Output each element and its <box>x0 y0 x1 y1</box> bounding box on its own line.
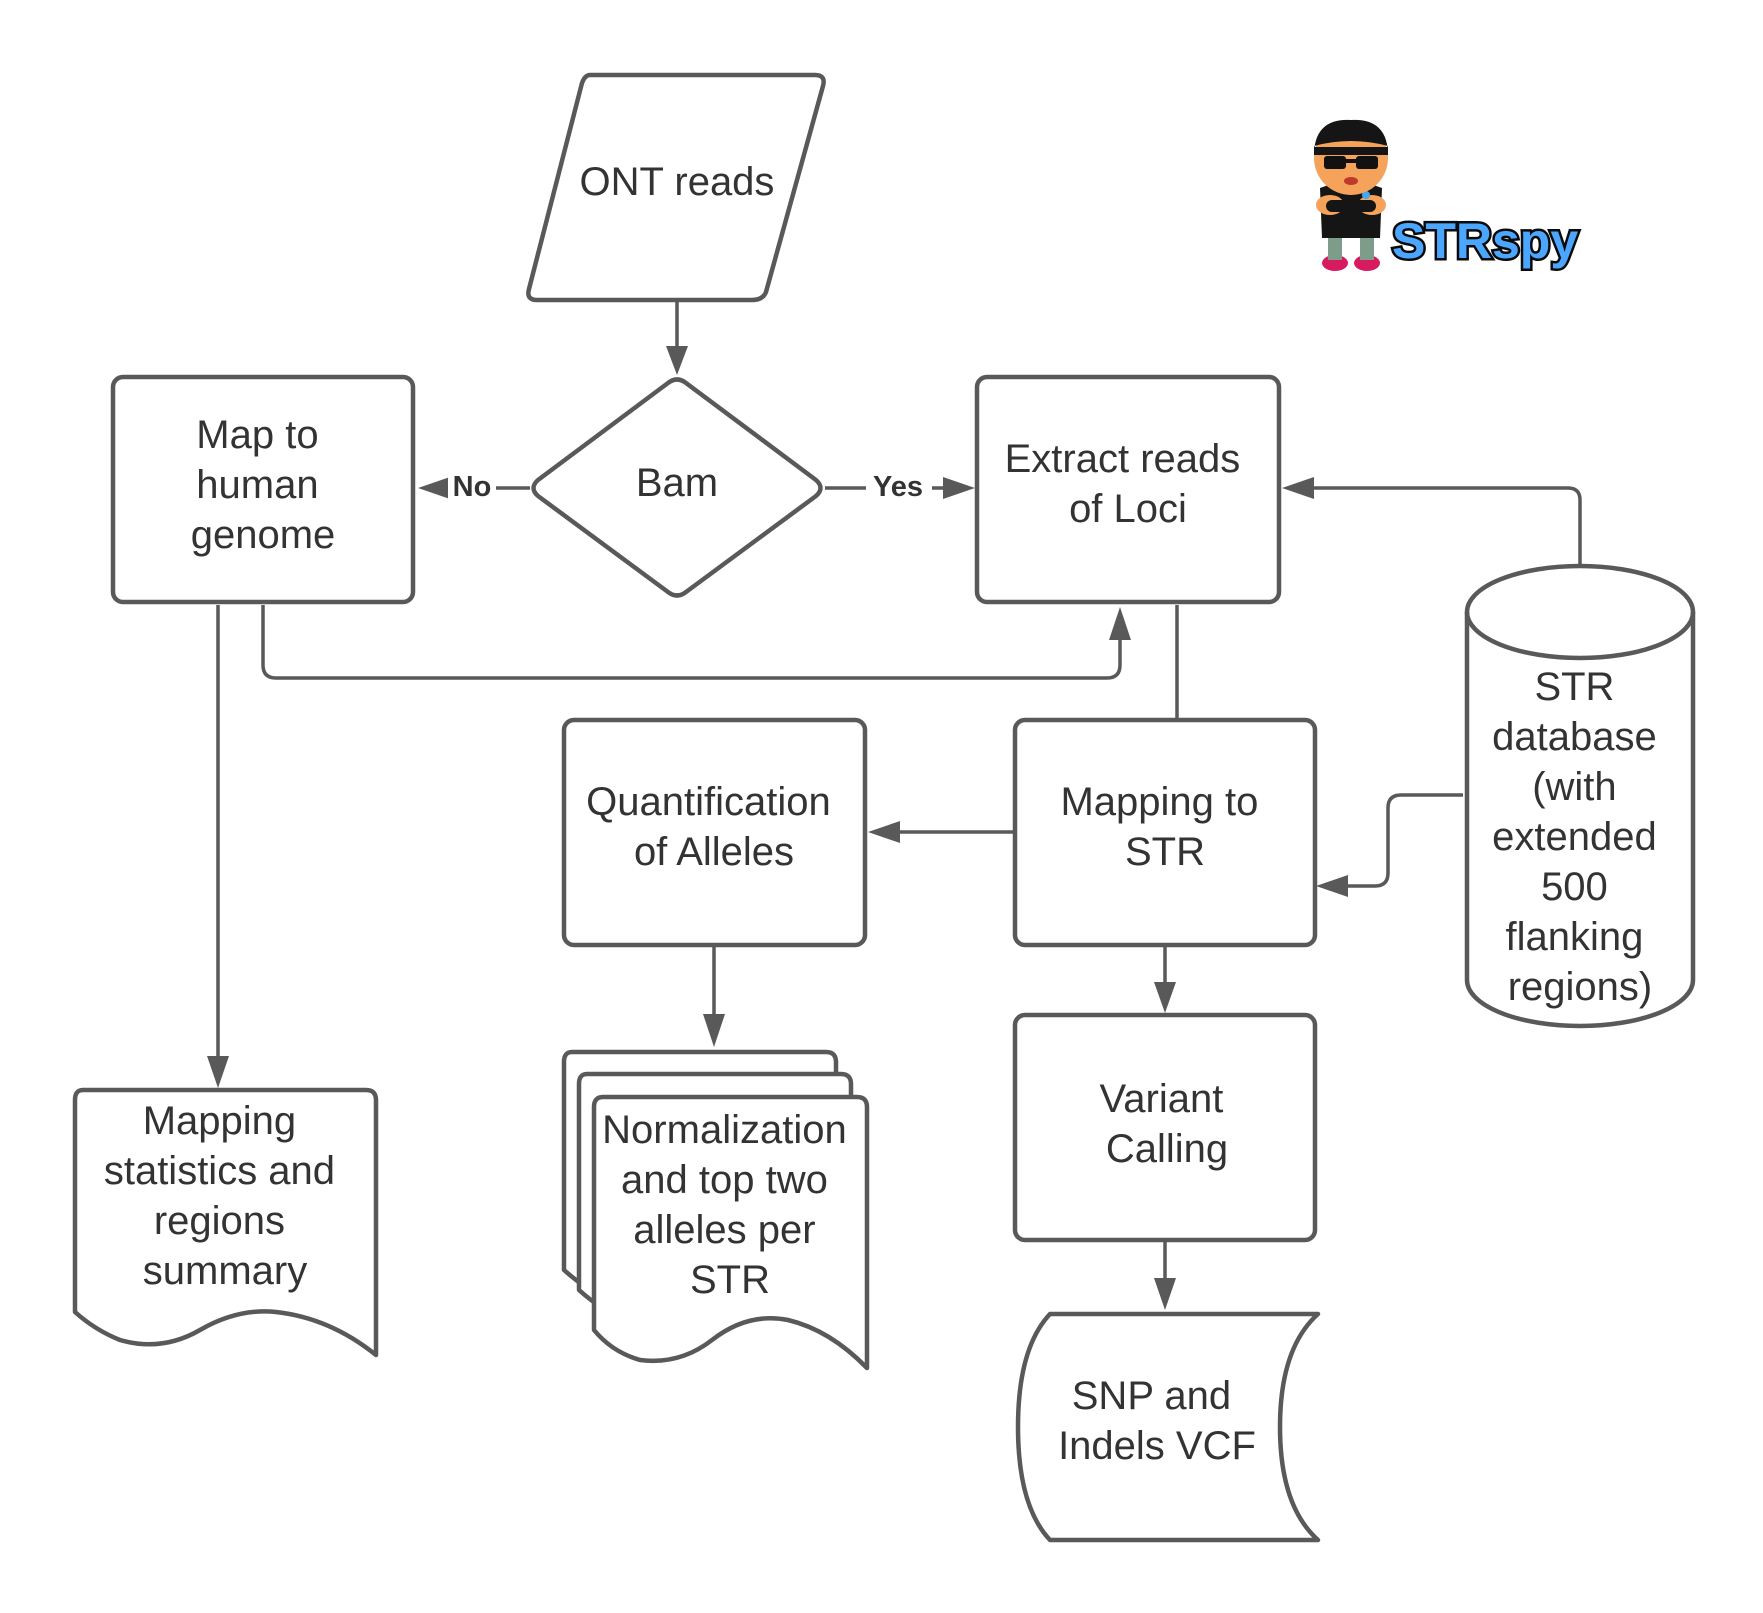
extract-reads-line-1: Extract reads <box>1005 437 1241 481</box>
quantification-label: Quantification of Alleles <box>586 780 842 874</box>
arrow-mapping-to-quant <box>868 821 900 843</box>
snp-vcf-line-1: SNP and <box>1072 1374 1231 1418</box>
mapping-to-str-line-2: STR <box>1125 830 1205 874</box>
str-database-line-4: extended <box>1492 815 1657 859</box>
normalization-label: Normalization and top two alleles per ST… <box>602 1108 858 1302</box>
node-mapping-statistics: Mapping statistics and regions summary <box>72 1087 379 1358</box>
quantification-line-1: Quantification <box>586 780 831 824</box>
normalization-line-4: STR <box>690 1258 770 1302</box>
normalization-line-3: alleles per <box>633 1208 815 1252</box>
node-quantification: Quantification of Alleles <box>561 717 868 948</box>
variant-calling-line-1: Variant <box>1100 1077 1224 1121</box>
arrow-db-to-mapping <box>1316 875 1348 897</box>
extract-reads-label: Extract reads of Loci <box>1005 437 1252 531</box>
mapping-statistics-label: Mapping statistics and regions summary <box>104 1099 346 1293</box>
snp-vcf-label: SNP and Indels VCF <box>1058 1374 1256 1468</box>
node-snp-vcf: SNP and Indels VCF <box>1015 1311 1321 1543</box>
edges <box>207 300 1582 1310</box>
arrow-map-to-extract <box>1109 607 1131 640</box>
arrow-quant-to-norm <box>703 1014 725 1047</box>
map-to-genome-label: Map to human genome <box>191 413 336 557</box>
strspy-logo: STRspy <box>1314 119 1581 272</box>
arrow-bam-yes <box>943 477 975 499</box>
str-database-line-7: regions) <box>1508 965 1653 1009</box>
str-database-line-3: (with <box>1532 765 1616 809</box>
variant-calling-label: Variant Calling <box>1100 1077 1235 1171</box>
normalization-line-2: and top two <box>621 1158 828 1202</box>
snp-vcf-line-2: Indels VCF <box>1058 1424 1256 1468</box>
mapping-statistics-line-3: regions <box>154 1199 285 1243</box>
mapping-statistics-line-1: Mapping <box>143 1099 296 1143</box>
edge-map-to-extract <box>261 605 1122 680</box>
node-extract-reads: Extract reads of Loci <box>974 374 1282 605</box>
arrow-variant-to-vcf <box>1154 1278 1176 1310</box>
mapping-to-str-line-1: Mapping to <box>1060 780 1258 824</box>
mapping-statistics-line-2: statistics and <box>104 1149 335 1193</box>
edge-db-to-extract <box>1312 486 1582 565</box>
arrow-ont-to-bam <box>666 346 688 375</box>
arrow-bam-no <box>418 477 450 499</box>
logo-text: STRspy <box>1392 213 1578 269</box>
spy-mascot-icon <box>1314 119 1388 271</box>
node-normalization: Normalization and top two alleles per ST… <box>561 1049 870 1371</box>
str-database-line-2: database <box>1492 715 1657 759</box>
normalization-line-1: Normalization <box>602 1108 847 1152</box>
map-to-genome-line-2: human <box>196 463 318 507</box>
edge-label-no: No <box>453 471 492 503</box>
quantification-line-2: of Alleles <box>634 830 794 874</box>
node-bam: Bam <box>531 377 823 598</box>
arrow-db-to-extract <box>1282 477 1314 499</box>
node-variant-calling: Variant Calling <box>1012 1012 1318 1243</box>
arrow-map-to-stats <box>207 1056 229 1088</box>
node-ont-reads: ONT reads <box>526 72 826 303</box>
bam-label: Bam <box>636 461 718 505</box>
node-map-to-genome: Map to human genome <box>110 374 416 605</box>
str-database-line-6: flanking <box>1506 915 1644 959</box>
mapping-statistics-line-4: summary <box>143 1249 307 1293</box>
ont-reads-label: ONT reads <box>580 160 775 204</box>
str-database-line-5: 500 <box>1541 865 1608 909</box>
variant-calling-line-2: Calling <box>1106 1127 1228 1171</box>
edge-label-yes: Yes <box>873 471 923 503</box>
str-database-label: STR database (with extended 500 flanking… <box>1492 665 1668 1009</box>
extract-reads-line-2: of Loci <box>1069 487 1187 531</box>
node-str-database: STR database (with extended 500 flanking… <box>1464 563 1696 1029</box>
node-mapping-to-str: Mapping to STR <box>1012 717 1318 948</box>
map-to-genome-line-3: genome <box>191 513 336 557</box>
str-database-line-1: STR <box>1534 665 1614 709</box>
map-to-genome-line-1: Map to <box>196 413 318 457</box>
mapping-to-str-label: Mapping to STR <box>1060 780 1269 874</box>
edge-db-to-mapping <box>1346 793 1463 888</box>
arrow-mapping-to-variant <box>1154 982 1176 1013</box>
